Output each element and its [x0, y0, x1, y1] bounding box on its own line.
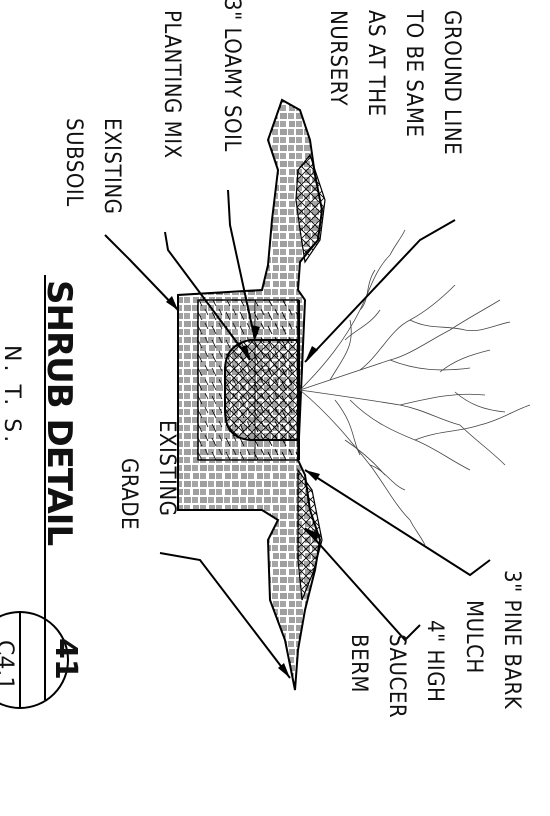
scale-note-block: N. T. S. — [0, 345, 24, 445]
callout-existing-grade: EXISTING GRADE — [116, 420, 179, 530]
existing-subsoil-line-1: EXISTING — [99, 118, 124, 215]
loamy-soil-label: 3" LOAMY SOIL — [219, 0, 244, 152]
ground-line-line-2: TO BE SAME — [401, 9, 426, 137]
callout-planting-mix: PLANTING MIX — [159, 10, 184, 159]
pine-bark-mulch — [298, 300, 300, 460]
saucer-berm-line-2: SAUCER — [384, 634, 409, 718]
ground-line-line-4: NURSERY — [325, 10, 350, 106]
ground-line-line-1: GROUND LINE — [439, 10, 464, 155]
callout-existing-subsoil: EXISTING SUBSOIL — [61, 118, 124, 215]
sheet-number-block: C4.1 — [0, 640, 17, 690]
sheet-number: C4.1 — [0, 640, 17, 690]
callout-saucer-berm: 4" HIGH SAUCER BERM — [346, 620, 447, 718]
root-ball — [224, 339, 299, 441]
detail-number: 41 — [48, 638, 83, 680]
saucer-berm-upper — [295, 153, 326, 264]
saucer-berm-line-1: 4" HIGH — [422, 620, 447, 702]
callout-loamy-soil: 3" LOAMY SOIL — [219, 0, 244, 152]
existing-grade-line-1: EXISTING — [154, 420, 179, 517]
planting-mix-label: PLANTING MIX — [159, 10, 184, 159]
leader-arrows — [166, 296, 320, 678]
scale-note: N. T. S. — [0, 345, 24, 445]
pine-bark-mulch-line-2: MULCH — [461, 600, 486, 674]
pine-bark-mulch-line-1: 3" PINE BARK — [499, 570, 524, 710]
saucer-berm-line-3: BERM — [346, 634, 371, 693]
leader-lines — [104, 189, 491, 679]
callout-pine-bark-mulch: 3" PINE BARK MULCH — [461, 570, 524, 710]
existing-grade-line-2: GRADE — [116, 458, 141, 530]
detail-number-block: 41 — [48, 638, 83, 680]
existing-subsoil-line-2: SUBSOIL — [61, 118, 86, 207]
ground-line-line-3: AS AT THE — [363, 10, 388, 117]
callout-ground-line: GROUND LINE TO BE SAME AS AT THE NURSERY — [325, 9, 464, 155]
detail-bubble — [0, 611, 69, 709]
shrub-branches — [299, 229, 531, 546]
